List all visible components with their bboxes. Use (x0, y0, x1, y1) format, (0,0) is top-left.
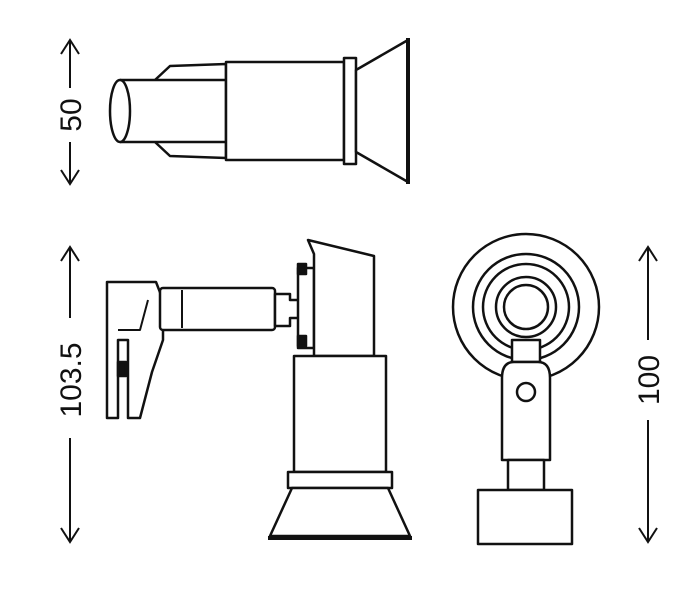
arrow-up-icon (60, 245, 80, 262)
arrow-up-icon (638, 245, 658, 262)
front-view-stem (506, 458, 546, 492)
side-view-clip-inner (118, 299, 149, 331)
side-view-swivel-knob-bottom (296, 334, 308, 348)
side-view-fixture (105, 238, 412, 540)
front-view-joint-plate (510, 338, 542, 364)
arrow-up-icon (60, 38, 80, 55)
arrow-down-icon (60, 169, 80, 186)
top-view-ring (342, 56, 358, 166)
top-view-body (224, 60, 346, 162)
side-view-arm (158, 286, 277, 332)
dimension-front-view (638, 245, 658, 544)
dimension-side-view (60, 245, 80, 544)
front-view-base (476, 488, 574, 546)
side-view-body (292, 354, 388, 474)
arrow-down-icon (60, 527, 80, 544)
front-view-arm-knuckle (500, 360, 552, 462)
front-view-fixture (451, 232, 601, 546)
arrow-down-icon (638, 527, 658, 544)
front-view-lamp (502, 283, 550, 331)
side-view-swivel-knob-top (296, 262, 308, 276)
front-view-pivot-screw (515, 381, 537, 403)
side-view-reflector (268, 486, 412, 538)
dimension-label-100: 100 (633, 355, 666, 405)
side-view-clip (105, 280, 165, 420)
side-view-head (306, 238, 376, 358)
dimension-top-view (60, 38, 80, 186)
side-view-ring (286, 470, 394, 490)
top-view-reflector (354, 38, 410, 184)
top-view-rod (120, 78, 228, 144)
top-view-rod-end (108, 78, 132, 144)
side-view-joint (273, 292, 302, 328)
dimension-label-50: 50 (55, 98, 88, 131)
dimension-label-103-5: 103.5 (55, 342, 88, 417)
side-view-clip-screw (116, 360, 128, 378)
top-view-fixture (108, 38, 410, 184)
